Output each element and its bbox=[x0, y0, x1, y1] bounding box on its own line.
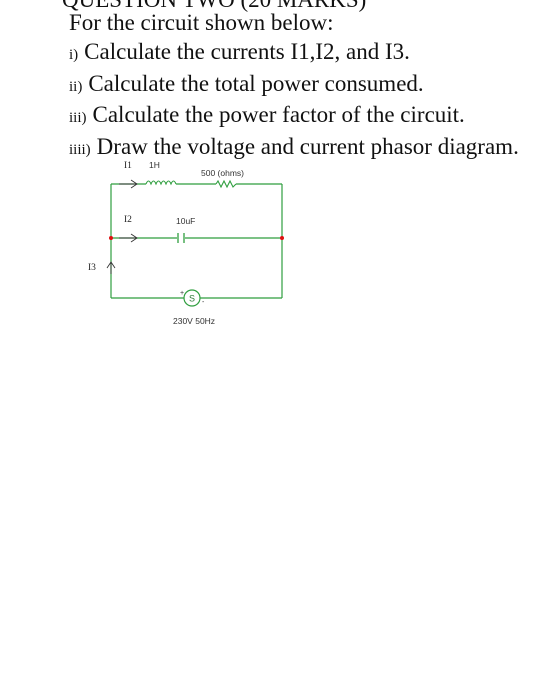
arrow-i2-icon bbox=[119, 233, 138, 243]
question-item: iii) Calculate the power factor of the ci… bbox=[69, 101, 519, 133]
resistor bbox=[215, 179, 237, 189]
question-item: i) Calculate the currents I1,I2, and I3. bbox=[69, 38, 519, 70]
source-symbol: S bbox=[189, 294, 195, 304]
question-number: iiii) bbox=[69, 141, 91, 158]
question-list: i)Calculate the currents I1,I2, and I3. … bbox=[69, 38, 519, 164]
cut-off-heading: QUESTION TWO (20 MARKS) bbox=[62, 0, 366, 13]
question-number: i) bbox=[69, 47, 79, 63]
node-left bbox=[109, 236, 113, 240]
circuit-wires bbox=[110, 183, 283, 299]
question-number: iii) bbox=[69, 110, 87, 126]
inductor bbox=[145, 180, 177, 186]
question-text: Draw the voltage and current phasor diag… bbox=[96, 133, 519, 159]
question-text: Calculate the power factor of the circui… bbox=[92, 102, 465, 127]
arrow-i3-icon bbox=[106, 261, 116, 274]
capacitor bbox=[177, 233, 185, 243]
minus-terminal-icon: - bbox=[202, 299, 205, 306]
node-right bbox=[280, 236, 284, 240]
question-number: ii) bbox=[69, 78, 83, 95]
label-i1: I1 bbox=[124, 161, 132, 171]
label-resistor: 500 (ohms) bbox=[201, 168, 244, 178]
label-i2: I2 bbox=[124, 215, 132, 225]
question-item: iiii) Draw the voltage and current phasor… bbox=[69, 133, 519, 165]
label-source: 230V 50Hz bbox=[173, 316, 215, 326]
question-item: ii) Calculate the total power consumed. bbox=[69, 70, 519, 102]
label-inductor: 1H bbox=[149, 160, 160, 170]
question-text: Calculate the total power consumed. bbox=[88, 70, 424, 96]
ac-source: S + - bbox=[180, 289, 205, 307]
label-capacitor: 10uF bbox=[176, 216, 195, 226]
arrow-i1-icon bbox=[119, 179, 138, 189]
node-dots bbox=[109, 236, 284, 240]
intro-text: For the circuit shown below: bbox=[69, 10, 334, 35]
current-arrows bbox=[106, 179, 138, 274]
label-i3: I3 bbox=[88, 263, 96, 273]
question-text: Calculate the currents I1,I2, and I3. bbox=[84, 39, 410, 64]
plus-terminal-icon: + bbox=[180, 290, 184, 297]
